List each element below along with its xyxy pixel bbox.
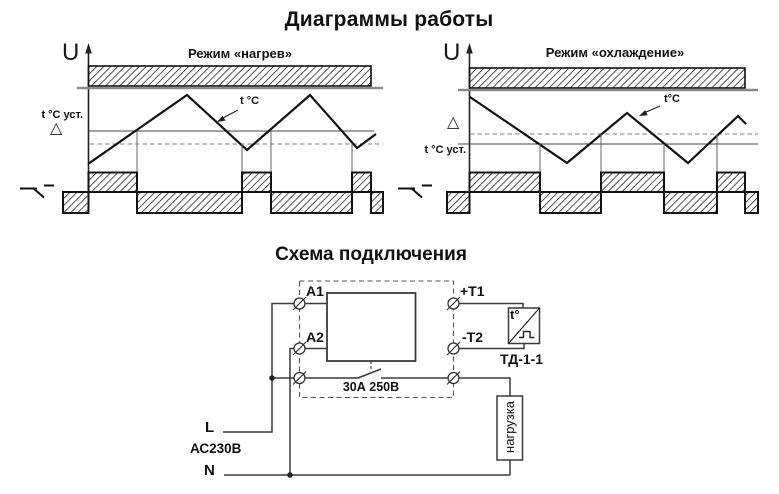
sensor-symbol-label: t° <box>510 307 520 322</box>
cooling-hysteresis-symbol: △ <box>447 114 460 131</box>
heating-axis-arrow-icon <box>85 43 92 54</box>
terminal-t2 <box>446 341 461 356</box>
terminal-t2-label: -Т2 <box>462 329 483 345</box>
heating-temperature-curve <box>87 93 377 165</box>
contact-rating-label: 30А 250В <box>342 380 400 394</box>
relay-on-block <box>87 171 138 193</box>
terminal-a2-label: А2 <box>306 329 324 345</box>
heating-temp-pointer-arrow-icon <box>217 115 226 122</box>
neutral-label: N <box>204 462 215 479</box>
heating-mode-title: Режим «нагрев» <box>188 46 292 61</box>
heating-temp-pointer-line <box>220 109 239 120</box>
terminal-contact-out <box>446 371 461 385</box>
cooling-supply-voltage-bar <box>468 67 746 89</box>
heating-supply-voltage-bar <box>87 65 372 87</box>
relay-off-block <box>370 191 384 214</box>
heating-setpoint-label: t °C уст. <box>41 109 83 121</box>
wire-a2-to-n <box>289 347 294 475</box>
cooling-voltage-axis-label: U <box>443 39 461 66</box>
connection-schematic <box>223 280 541 478</box>
temperature-sensor-icon <box>507 307 541 345</box>
heating-diagram <box>20 43 384 214</box>
thermostat-device-box <box>326 292 417 362</box>
relay-off-block <box>62 191 90 214</box>
device-boundary-dashed-box <box>298 280 455 399</box>
wire-to-load <box>459 377 511 396</box>
wire-l-to-a1 <box>223 302 294 433</box>
terminal-a1-label: А1 <box>306 283 324 299</box>
contact-blade <box>357 368 382 379</box>
heating-voltage-axis-label: U <box>62 39 80 66</box>
wire-t1-to-sensor <box>459 302 524 308</box>
cooling-temp-curve-label: t°C <box>664 93 681 105</box>
heating-temp-curve-label: t °C <box>240 95 260 107</box>
cooling-mode-title: Режим «охлаждение» <box>545 45 685 60</box>
relay-on-block <box>600 171 665 193</box>
terminal-a2 <box>292 341 307 356</box>
page-title: Диаграммы работы <box>284 8 494 31</box>
relay-off-block <box>270 191 353 214</box>
relay-off-block <box>136 191 243 214</box>
relay-on-block <box>241 171 272 193</box>
junction-dot <box>287 472 293 478</box>
supply-voltage-label: АС230В <box>190 441 242 456</box>
cooling-axis-arrow-icon <box>466 43 473 54</box>
connection-title: Схема подключения <box>275 244 467 265</box>
sensor-model-label: ТД-1-1 <box>500 351 544 367</box>
relay-off-block <box>663 191 718 214</box>
relay-contact-icon <box>398 184 432 199</box>
relay-off-block <box>539 191 602 214</box>
junction-dot <box>269 375 275 381</box>
load-box <box>496 395 524 461</box>
cooling-temperature-curve <box>469 96 747 165</box>
terminal-t1 <box>446 296 461 311</box>
relay-contact-icon <box>20 184 54 199</box>
relay-on-block <box>716 171 746 193</box>
heating-hysteresis-symbol: △ <box>50 120 63 137</box>
cooling-temp-pointer-arrow-icon <box>639 110 648 116</box>
cooling-setpoint-label: t °C уст. <box>424 144 466 156</box>
relay-off-block <box>744 191 759 214</box>
cooling-diagram <box>398 43 759 214</box>
relay-on-block <box>468 171 541 193</box>
terminal-contact-in <box>292 371 307 385</box>
cooling-temp-pointer-line <box>643 105 661 114</box>
terminal-a1 <box>292 296 307 311</box>
phase-label: L <box>205 419 215 436</box>
relay-on-block <box>351 171 372 193</box>
terminal-t1-label: +Т1 <box>460 283 485 299</box>
wire-t2-to-sensor <box>459 343 525 350</box>
relay-off-block <box>446 191 471 214</box>
load-label: нагрузка <box>502 401 517 453</box>
